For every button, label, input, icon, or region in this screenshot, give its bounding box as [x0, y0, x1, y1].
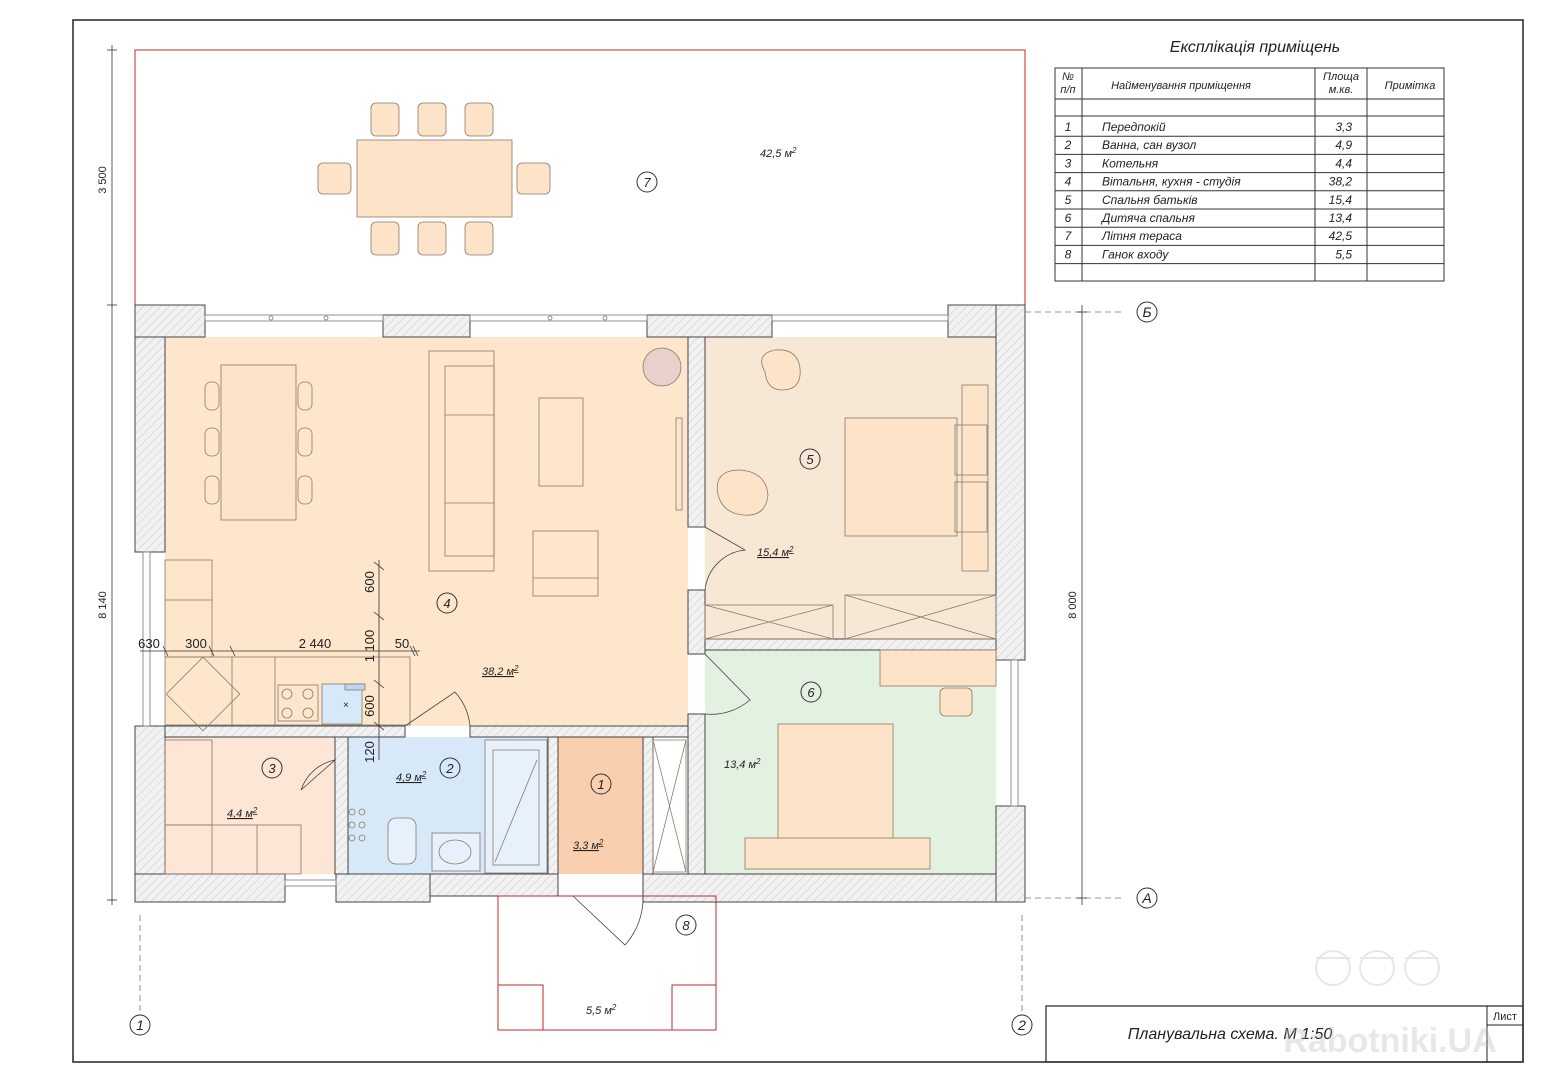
table-cell-num: 1 [1065, 120, 1072, 134]
table-row: 4 Вітальня, кухня - студія 38,2 [1065, 175, 1353, 189]
table-cell-area: 38,2 [1329, 175, 1353, 189]
table-cell-name: Вітальня, кухня - студія [1102, 175, 1241, 189]
dimension-lines [107, 45, 1087, 905]
dim-600-bottom: 600 [362, 695, 377, 717]
title-block: Планувальна схема. М 1:50 Лист [1045, 1005, 1524, 1063]
table-cell-area: 15,4 [1329, 193, 1353, 207]
room-4-area: 38,2 м2 [482, 664, 519, 678]
terrace-chairs [317, 102, 551, 256]
table-cell-area: 5,5 [1335, 247, 1352, 261]
table-cell-name: Спальня батьків [1102, 193, 1198, 207]
header-area-2: м.кв. [1329, 84, 1354, 96]
table-row: 3 Котельня 4,4 [1065, 156, 1353, 170]
table-cell-name: Ванна, сан вузол [1102, 138, 1197, 152]
axis-1-label: 1 [136, 1017, 144, 1033]
room-3-number: 3 [268, 761, 276, 776]
axis-a-label: А [1141, 890, 1151, 906]
table-cell-num: 5 [1065, 193, 1072, 207]
room-7-number: 7 [643, 175, 651, 190]
room-4-number: 4 [443, 596, 450, 611]
table-cell-name: Ганок входу [1102, 247, 1169, 261]
header-num-1: № [1062, 71, 1074, 83]
table-row: 6 Дитяча спальня 13,4 [1065, 211, 1353, 225]
dim-1100: 1 100 [362, 630, 377, 663]
room-7-area: 42,5 м2 [760, 146, 797, 160]
room-2-area: 4,9 м2 [396, 770, 427, 784]
dim-3500: 3 500 [97, 166, 109, 194]
dim-600-top: 600 [362, 571, 377, 593]
header-name: Найменування приміщення [1111, 80, 1251, 92]
table-cell-name: Котельня [1102, 156, 1159, 170]
table-row: 8 Ганок входу 5,5 [1065, 247, 1353, 261]
axis-markers: Б А 1 2 [129, 301, 1158, 1036]
room-2-number: 2 [445, 761, 454, 776]
room-5-number: 5 [806, 452, 814, 467]
room-6-area: 13,4 м2 [724, 757, 761, 771]
table-row: 5 Спальня батьків 15,4 [1065, 193, 1353, 207]
table-cell-name: Передпокій [1102, 120, 1166, 134]
dim-8140: 8 140 [97, 591, 109, 619]
room-6-number: 6 [807, 685, 815, 700]
terrace-area [134, 49, 1026, 305]
fixtures [164, 739, 687, 875]
stamp-title: Планувальна схема. М 1:50 [1128, 1026, 1333, 1043]
watermark: Rabotniki.UA [1283, 950, 1497, 1060]
entrance-porch [497, 895, 717, 1031]
windows [142, 314, 1019, 887]
table-cell-area: 13,4 [1329, 211, 1353, 225]
explication-table: Експлікація приміщень № п/п Найменування… [1054, 39, 1445, 282]
table-cell-num: 6 [1065, 211, 1072, 225]
terrace-table [356, 139, 513, 218]
room-number-markers: 1 2 3 4 5 6 7 8 [261, 171, 822, 936]
room-3-area: 4,4 м2 [227, 806, 258, 820]
svg-text:×: × [343, 700, 349, 711]
living-furniture [164, 347, 683, 732]
table-row: 7 Літня тераса 42,5 [1065, 229, 1353, 243]
header-area-1: Площа [1323, 71, 1359, 83]
header-note: Примітка [1385, 80, 1436, 92]
table-cell-area: 3,3 [1335, 120, 1352, 134]
dim-630: 630 [138, 636, 160, 651]
room-1-number: 1 [597, 777, 604, 792]
stamp-sheet-label: Лист [1493, 1011, 1517, 1023]
watermark-text: Rabotniki.UA [1283, 1022, 1496, 1060]
dim-2440: 2 440 [299, 636, 332, 651]
room-8-number: 8 [682, 918, 690, 933]
table-cell-area: 42,5 [1329, 229, 1353, 243]
table-cell-num: 8 [1065, 247, 1072, 261]
room-8-area: 5,5 м2 [586, 1003, 617, 1017]
table-cell-name: Літня тераса [1101, 229, 1182, 243]
table-cell-num: 7 [1065, 229, 1073, 243]
door-swings [300, 526, 751, 946]
table-row: 2 Ванна, сан вузол 4,9 [1064, 138, 1353, 152]
dimension-labels: 3 500 8 140 8 000 630 300 2 440 50 600 1… [97, 166, 1079, 763]
table-cell-num: 4 [1065, 175, 1072, 189]
room-area-labels: 3,3 м2 4,9 м2 4,4 м2 38,2 м2 15,4 м2 13,… [227, 146, 797, 1017]
table-cell-num: 2 [1064, 138, 1072, 152]
table-cell-name: Дитяча спальня [1100, 211, 1195, 225]
sheet-frame [72, 19, 1524, 1063]
room-1-area: 3,3 м2 [573, 838, 604, 852]
dim-300: 300 [185, 636, 207, 651]
explication-title: Експлікація приміщень [1170, 39, 1340, 56]
dim-120: 120 [362, 741, 377, 763]
axis-2-label: 2 [1017, 1017, 1026, 1033]
axis-lines [139, 311, 1125, 1012]
dim-50: 50 [395, 636, 409, 651]
table-cell-area: 4,4 [1335, 156, 1352, 170]
axis-b-label: Б [1142, 304, 1151, 320]
room-5-area: 15,4 м2 [757, 545, 794, 559]
table-row: 1 Передпокій 3,3 [1065, 120, 1353, 134]
bedroom-furniture [704, 349, 997, 870]
dim-8000: 8 000 [1067, 591, 1079, 619]
header-num-2: п/п [1060, 84, 1075, 96]
table-cell-num: 3 [1065, 156, 1072, 170]
walls [134, 304, 1026, 903]
table-cell-area: 4,9 [1335, 138, 1352, 152]
